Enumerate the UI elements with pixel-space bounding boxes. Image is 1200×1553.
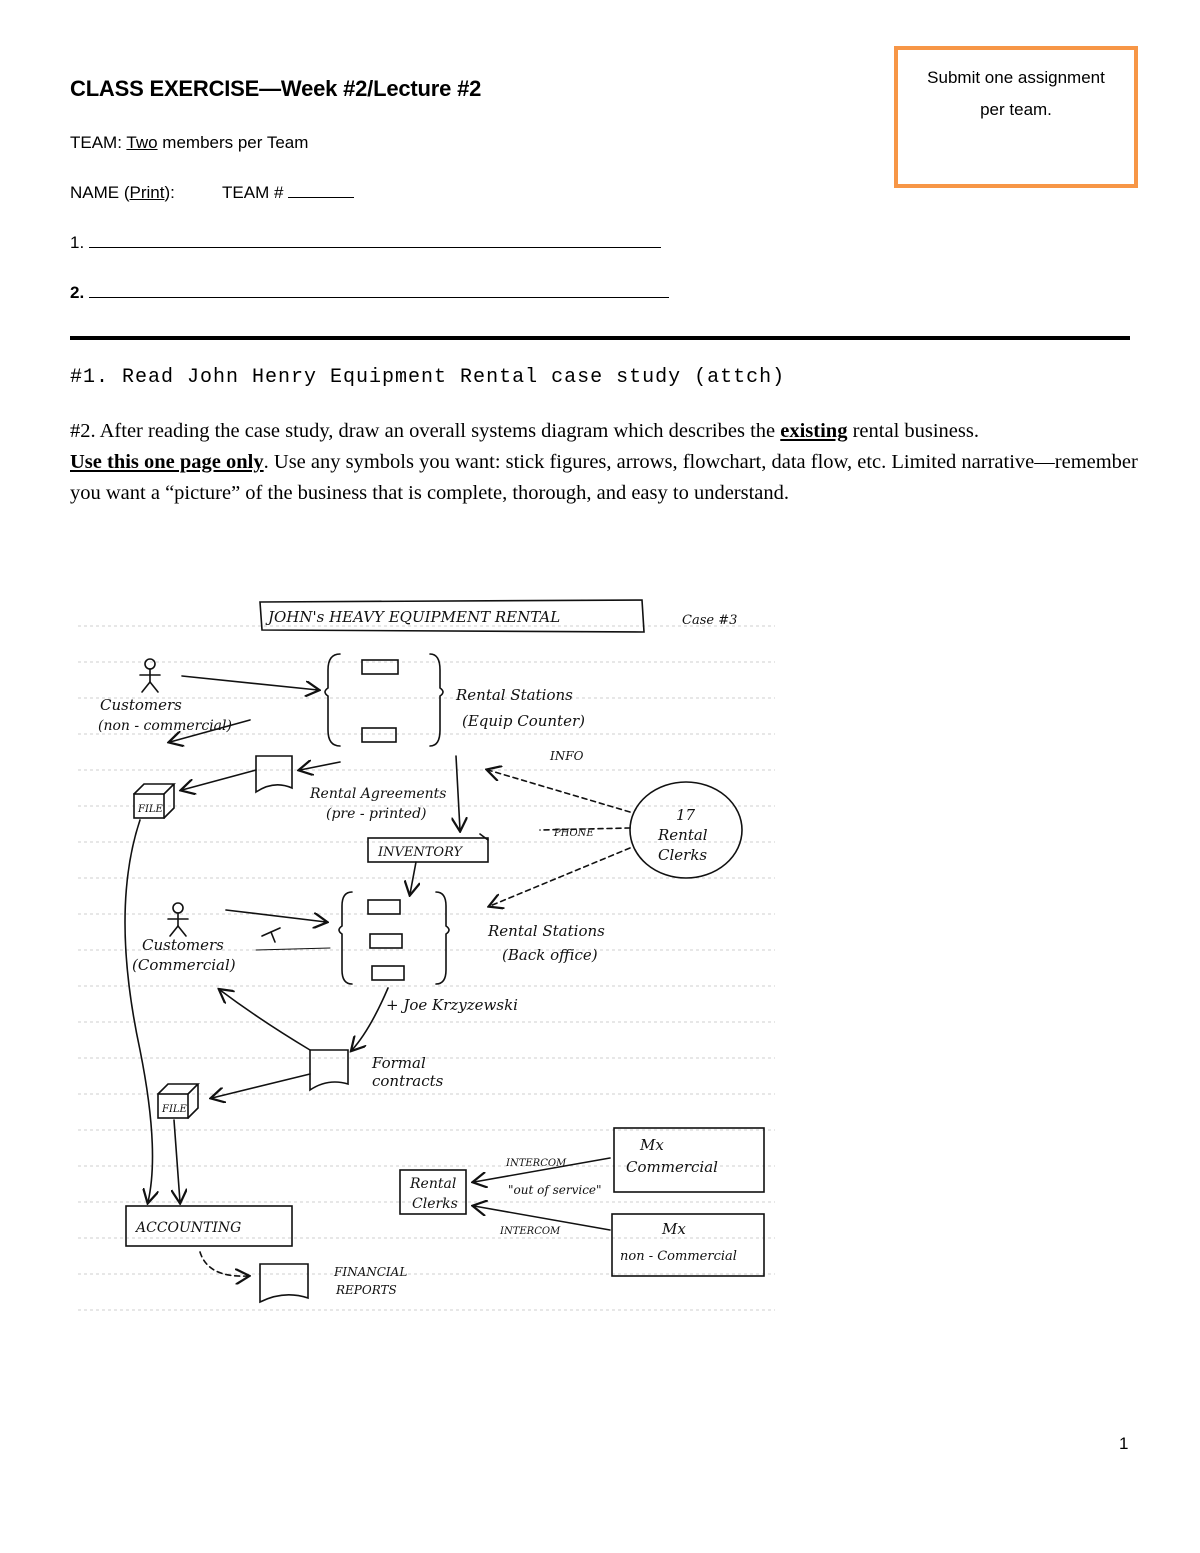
mx-commercial-line-2: Commercial [626,1158,718,1176]
member-row-1: 1. [70,233,661,253]
submission-notice: Submit one assignment per team. [898,50,1134,126]
rental-clerks-box-line-1: Rental [409,1176,456,1192]
team-prefix: TEAM: [70,133,126,152]
case-label: Case #3 [682,613,737,628]
page-title: CLASS EXERCISE—Week #2/Lecture #2 [70,76,481,102]
member-1-name-field[interactable] [89,247,661,248]
rental-stations-label: Rental Stations [455,686,573,704]
customer-commercial-figure [168,903,188,936]
member-2-name-field[interactable] [89,297,669,298]
section-divider [70,336,1130,340]
name-print-label: Print [130,183,165,202]
station-box-2 [362,728,396,742]
q2-use-this-page: Use this one page only [70,451,264,473]
back-office-label: Rental Stations [487,922,605,940]
submission-notice-box: Submit one assignment per team. [894,46,1138,188]
formal-contracts-sub: contracts [372,1072,444,1090]
info-label: INFO [549,749,584,763]
team-count: Two [126,133,157,152]
notice-line-1: Submit one assignment [898,62,1134,94]
team-suffix: members per Team [158,133,309,152]
mx-noncommercial-line-2: non - Commercial [620,1249,737,1264]
q2-text-part2: rental business. [847,420,979,442]
financial-reports-line-2: REPORTS [335,1283,397,1297]
formal-contracts-document [310,1050,348,1090]
question-1: #1. Read John Henry Equipment Rental cas… [70,366,785,389]
row2-label: 2. [70,283,84,302]
diagram-title: JOHN's HEAVY EQUIPMENT RENTAL [265,608,560,626]
out-of-service-label: "out of service" [508,1183,602,1197]
rental-agreement-document [256,756,292,792]
rental-agreements-sub: (pre - printed) [326,806,427,822]
name-line: NAME (Print): TEAM # [70,183,354,203]
back-office-box-1 [368,900,400,914]
joe-label: + Joe Krzyzewski [386,996,518,1014]
q2-text-part1: #2. After reading the case study, draw a… [70,420,780,442]
back-office-bracket-right [436,892,449,984]
clerks-circle-line-2: Rental [657,826,708,844]
inventory-label: INVENTORY [377,845,463,860]
back-office-bracket-left [339,892,352,984]
clerks-circle-line-1: 17 [676,806,696,824]
rental-clerks-box-line-2: Clerks [412,1196,458,1212]
name-label: NAME ( [70,183,130,202]
accounting-label: ACCOUNTING [134,1220,241,1236]
customers-noncommercial-sub: (non - commercial) [98,718,232,734]
mx-commercial-line-1: Mx [639,1136,664,1154]
systems-diagram: JOHN's HEAVY EQUIPMENT RENTAL Case #3 Cu… [70,530,780,1340]
financial-reports-document [260,1264,308,1302]
back-office-box-2 [370,934,402,948]
name-label-end: ): [164,183,174,202]
row1-label: 1. [70,233,84,252]
file-2-label: FILE [161,1104,188,1115]
rental-stations-bracket-right [430,654,443,746]
phone-label: PHONE [553,828,594,839]
customers-commercial-sub: (Commercial) [132,956,236,974]
back-office-sub: (Back office) [502,946,598,964]
rental-stations-bracket-left [325,654,340,746]
rental-stations-sub: (Equip Counter) [462,712,585,730]
team-number-label: TEAM # [222,183,283,202]
back-office-box-3 [372,966,404,980]
notice-line-2: per team. [898,94,1134,126]
customer-noncommercial-figure [140,659,160,692]
intercom-label-1: INTERCOM [505,1158,567,1169]
member-row-2: 2. [70,283,669,303]
team-number-field[interactable] [288,197,354,198]
financial-reports-line-1: FINANCIAL [333,1265,407,1279]
team-line: TEAM: Two members per Team [70,133,308,153]
q2-existing: existing [780,420,847,442]
mx-noncommercial-box [612,1214,764,1276]
customers-noncommercial-label: Customers [100,696,182,714]
question-2: #2. After reading the case study, draw a… [70,416,1140,509]
clerks-circle-line-3: Clerks [658,846,707,864]
formal-contracts-label: Formal [371,1054,426,1072]
arrow-customer-to-station [182,676,318,690]
customers-commercial-label: Customers [142,936,224,954]
mx-noncommercial-line-1: Mx [661,1220,686,1238]
page-number: 1 [1119,1434,1128,1454]
rental-agreements-label: Rental Agreements [309,786,446,802]
file-1-label: FILE [137,804,164,815]
intercom-label-2: INTERCOM [499,1226,561,1237]
